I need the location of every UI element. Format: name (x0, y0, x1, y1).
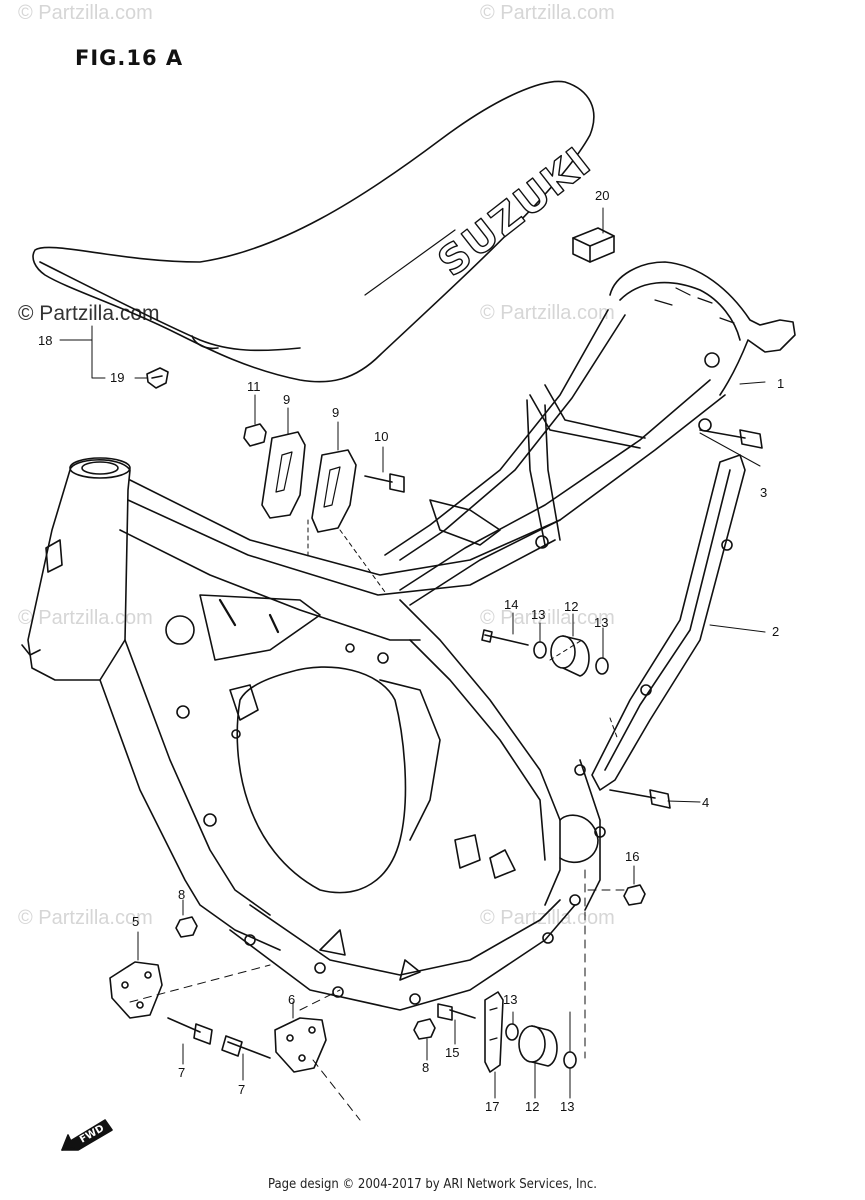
callout-13: 13 (560, 1099, 574, 1114)
watermark: © Partzilla.com (18, 607, 153, 629)
watermark: © Partzilla.com (480, 607, 615, 629)
washer-13 (595, 657, 609, 675)
callout-11: 11 (247, 379, 261, 394)
callout-numbers: 1 2 3 4 5 6 7 7 8 8 9 9 10 11 12 12 13 1… (38, 188, 784, 1114)
callout-13: 13 (503, 992, 517, 1007)
leader-lines (59, 207, 766, 1121)
callout-8: 8 (178, 887, 185, 902)
seat: SUZUKI (32, 80, 601, 383)
callout-14: 14 (504, 597, 518, 612)
watermark: © Partzilla.com (480, 302, 615, 324)
callout-13: 13 (594, 615, 608, 630)
callout-2: 2 (772, 624, 779, 639)
watermark: © Partzilla.com (18, 2, 153, 24)
bracket-9-right (311, 449, 357, 533)
callout-12: 12 (564, 599, 578, 614)
callout-10: 10 (374, 429, 388, 444)
watermark: © Partzilla.com (18, 907, 153, 929)
callout-1: 1 (777, 376, 784, 391)
engine-plate-5 (109, 961, 163, 1019)
figure-title: FIG.16 A (75, 46, 184, 70)
callout-15: 15 (445, 1045, 459, 1060)
nut-11 (243, 423, 267, 447)
seat-brand-text: SUZUKI (430, 138, 601, 285)
callout-8: 8 (422, 1060, 429, 1075)
bolt-15 (437, 1003, 476, 1021)
engine-plate-6 (274, 1017, 327, 1073)
washer-13 (505, 1023, 519, 1041)
callout-20: 20 (595, 188, 609, 203)
callout-7: 7 (178, 1065, 185, 1080)
seat-screw-19 (146, 367, 169, 389)
rear-frame (384, 261, 796, 606)
callout-9: 9 (332, 405, 339, 420)
bolt-4 (609, 789, 671, 809)
nut-8 (413, 1018, 436, 1040)
forward-arrow-icon (61, 1119, 113, 1151)
frame-parts-diagram: SUZUKI (21, 80, 796, 1151)
callout-6: 6 (288, 992, 295, 1007)
callout-18: 18 (38, 333, 52, 348)
callout-13: 13 (531, 607, 545, 622)
callout-4: 4 (702, 795, 709, 810)
watermark: © Partzilla.com (18, 302, 160, 325)
rear-side-rail (591, 454, 746, 791)
washer-13 (563, 1051, 577, 1069)
callout-5: 5 (132, 914, 139, 929)
callout-12: 12 (525, 1099, 539, 1114)
main-frame (21, 457, 606, 1011)
bolt-7 (221, 1035, 271, 1059)
bolt-10 (364, 473, 405, 493)
bolt-7 (167, 1017, 213, 1045)
nut-16 (623, 884, 646, 906)
callout-19: 19 (110, 370, 124, 385)
rubber-block-20 (572, 227, 615, 263)
bolt-14 (481, 629, 529, 646)
callout-17: 17 (485, 1099, 499, 1114)
watermark: © Partzilla.com (480, 907, 615, 929)
bracket-17 (484, 991, 504, 1073)
callout-3: 3 (760, 485, 767, 500)
bracket-9-left (261, 431, 306, 519)
page-footer: Page design © 2004-2017 by ARI Network S… (268, 1177, 597, 1192)
washer-13 (533, 641, 547, 659)
callout-7: 7 (238, 1082, 245, 1097)
bolt-3 (699, 429, 763, 449)
callout-16: 16 (625, 849, 639, 864)
bush-12 (518, 1025, 558, 1067)
nut-8 (175, 916, 198, 938)
callout-9: 9 (283, 392, 290, 407)
watermark: © Partzilla.com (480, 2, 615, 24)
bush-12 (550, 635, 590, 677)
